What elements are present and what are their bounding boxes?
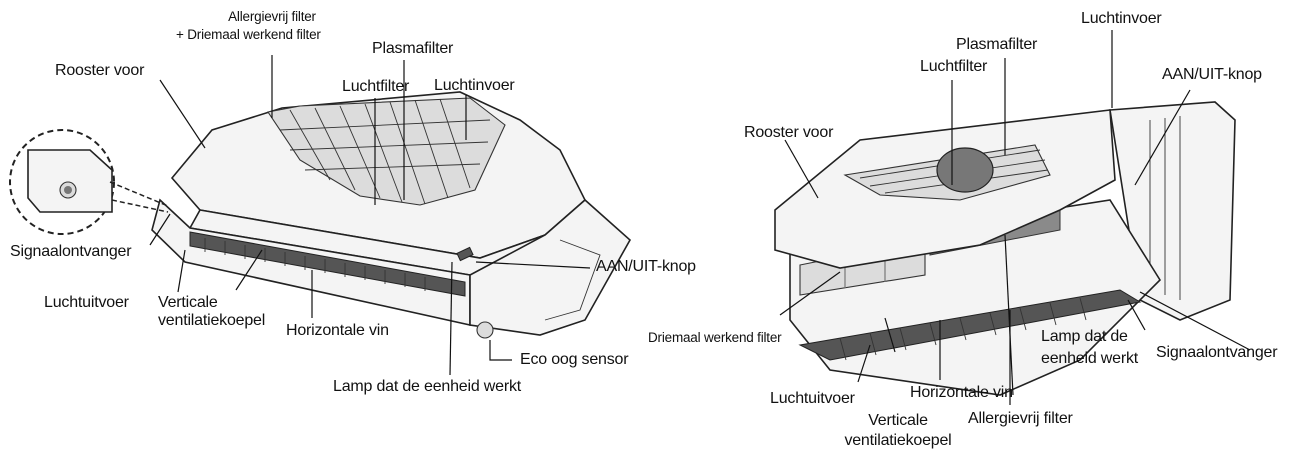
left-label-air-filter: Luchtfilter <box>342 78 410 95</box>
left-label-triple-filter: + Driemaal werkend filter <box>176 27 321 42</box>
left-label-on-off-button: AAN/UIT-knop <box>596 258 696 275</box>
left-label-vertical-louver-2: ventilatiekoepel <box>158 312 266 329</box>
left-label-vertical-louver-1: Verticale <box>158 294 218 311</box>
right-label-signal-receiver: Signaalontvanger <box>1156 344 1278 361</box>
right-label-on-off-button: AAN/UIT-knop <box>1162 66 1262 83</box>
right-label-allergy-filter: Allergievrij filter <box>968 410 1073 427</box>
right-label-air-inlet: Luchtinvoer <box>1081 10 1162 27</box>
left-label-allergy-filter: Allergievrij filter <box>228 9 316 24</box>
right-label-vertical-louver-1: Verticale <box>868 412 928 429</box>
right-leader-lines <box>779 30 1251 405</box>
right-label-vertical-louver-2: ventilatiekoepel <box>844 432 952 449</box>
right-label-operation-lamp-2: eenheid werkt <box>1041 350 1139 367</box>
right-label-plasma-filter: Plasmafilter <box>956 36 1038 53</box>
left-label-front-grille: Rooster voor <box>55 62 145 79</box>
right-label-front-grille: Rooster voor <box>744 124 834 141</box>
left-label-signal-receiver: Signaalontvanger <box>10 243 132 260</box>
left-label-eco-eye-sensor: Eco oog sensor <box>520 351 629 368</box>
left-label-air-outlet: Luchtuitvoer <box>44 294 129 311</box>
left-label-horizontal-vane: Horizontale vin <box>286 322 389 339</box>
right-label-triple-filter: Driemaal werkend filter <box>648 330 782 345</box>
right-label-operation-lamp-1: Lamp dat de <box>1041 328 1128 345</box>
right-label-air-filter: Luchtfilter <box>920 58 988 75</box>
right-label-air-outlet: Luchtuitvoer <box>770 390 855 407</box>
right-label-horizontal-vane: Horizontale vin <box>910 384 1013 401</box>
left-leader-lines <box>149 55 591 376</box>
left-label-air-inlet: Luchtinvoer <box>434 77 515 94</box>
right-indoor-unit <box>774 101 1236 396</box>
left-label-plasma-filter: Plasmafilter <box>372 40 454 57</box>
signal-receiver-magnifier <box>9 129 169 235</box>
left-indoor-unit <box>151 91 632 339</box>
left-label-operation-lamp: Lamp dat de eenheid werkt <box>333 378 522 395</box>
